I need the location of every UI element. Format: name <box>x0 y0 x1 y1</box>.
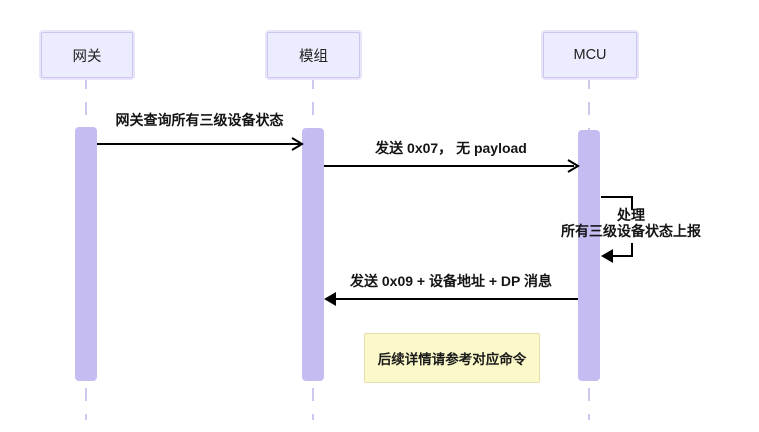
self-message-label: 处理 所有三级设备状态上报 <box>552 207 710 239</box>
actor-module: 模组 <box>267 32 360 78</box>
actor-mcu: MCU <box>543 32 637 78</box>
self-message-loop-bottom <box>612 255 633 257</box>
self-message-loop-top <box>601 196 633 198</box>
actor-gateway-label: 网关 <box>72 48 102 65</box>
message-2-line <box>324 165 574 167</box>
message-1-line <box>97 143 300 145</box>
actor-gateway: 网关 <box>41 32 133 78</box>
self-message-loop-stub-top <box>631 196 633 210</box>
note-box: 后续详情请参考对应命令 <box>364 333 540 383</box>
self-message-label-line1: 处理 <box>617 207 645 223</box>
message-2-label: 发送 0x07， 无 payload <box>375 140 527 156</box>
activation-gateway <box>75 127 97 381</box>
self-message-loop-stub-bottom <box>631 243 633 257</box>
arrowhead-filled-left-icon <box>324 292 336 306</box>
message-4-line <box>334 298 578 300</box>
message-1-label: 网关查询所有三级设备状态 <box>115 112 284 128</box>
message-4-label: 发送 0x09 + 设备地址 + DP 消息 <box>349 273 553 289</box>
self-message-label-line2: 所有三级设备状态上报 <box>561 222 701 239</box>
arrowhead-open-right-icon <box>567 159 580 173</box>
activation-module <box>302 128 324 381</box>
actor-module-label: 模组 <box>299 48 328 65</box>
actor-mcu-label: MCU <box>573 47 607 63</box>
note-label: 后续详情请参考对应命令 <box>377 352 527 367</box>
activation-mcu <box>578 130 600 381</box>
arrowhead-open-right-icon <box>291 137 304 151</box>
arrowhead-filled-left-icon <box>601 249 613 263</box>
